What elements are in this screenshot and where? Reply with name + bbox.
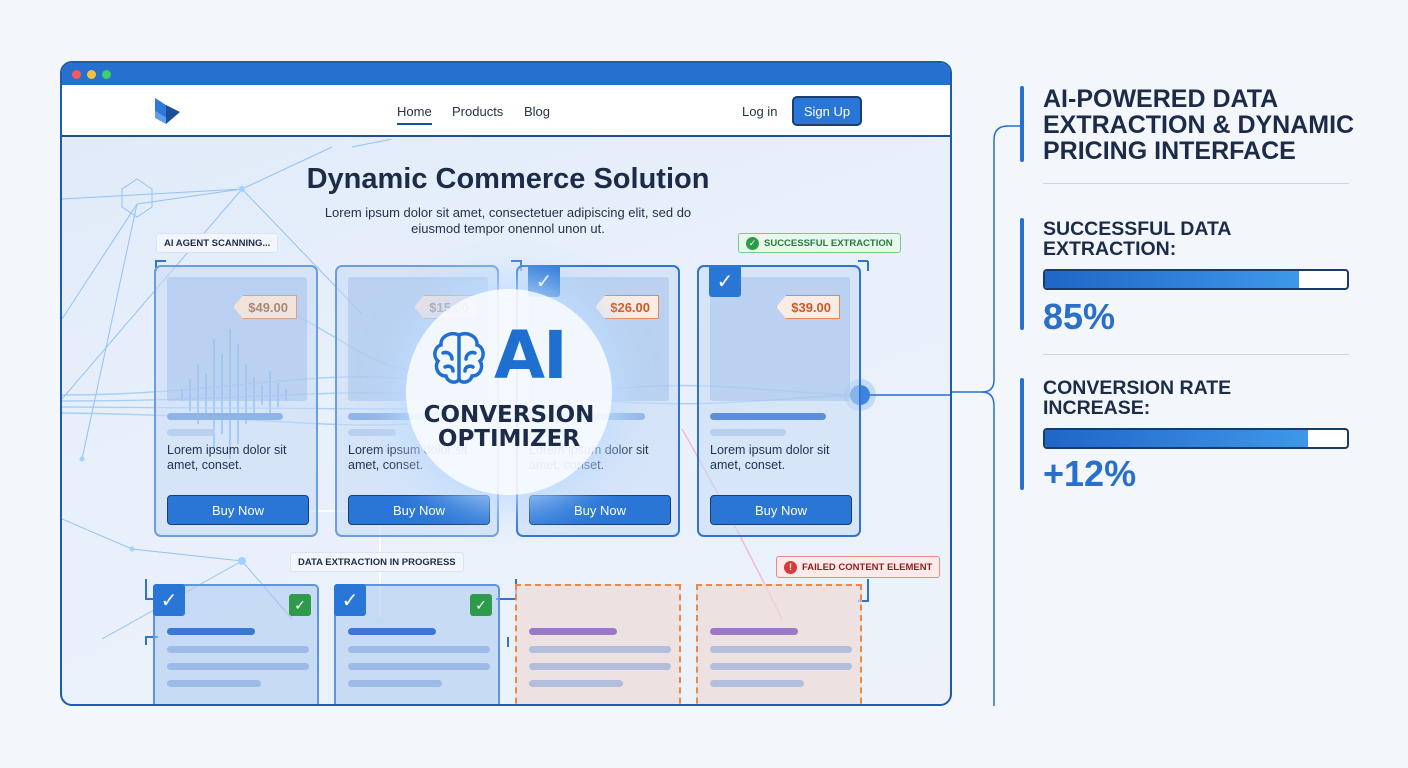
placeholder-bar	[348, 663, 490, 670]
failed-item-card[interactable]	[696, 584, 862, 704]
maximize-window-dot[interactable]	[102, 69, 111, 79]
placeholder-bar	[529, 663, 671, 670]
brand-logo-icon[interactable]	[152, 96, 184, 126]
placeholder-bar	[529, 628, 617, 635]
optimizer-label-line-2: OPTIMIZER	[437, 426, 581, 452]
scanning-tag: AI AGENT SCANNING...	[156, 233, 279, 253]
placeholder-bar	[710, 680, 804, 687]
accent-line	[1020, 86, 1024, 162]
title-placeholder-bar	[348, 413, 464, 420]
extraction-progress-bar	[1043, 269, 1349, 290]
product-card[interactable]: $49.00 Lorem ipsum dolor sit amet, conse…	[154, 265, 318, 537]
connector-line-graphic	[952, 125, 1024, 706]
login-link[interactable]: Log in	[742, 104, 778, 119]
hero-subtitle: Lorem ipsum dolor sit amet, consectetuer…	[324, 205, 692, 236]
buy-now-button[interactable]: Buy Now	[529, 495, 671, 525]
page-content: Dynamic Commerce Solution Lorem ipsum do…	[62, 139, 950, 704]
ai-label: AI	[494, 317, 568, 394]
ai-optimizer-badge: AI CONVERSION OPTIMIZER	[406, 289, 612, 495]
minimize-window-dot[interactable]	[87, 69, 96, 79]
subtitle-placeholder-bar	[348, 429, 396, 436]
buy-now-button[interactable]: Buy Now	[710, 495, 852, 525]
extracted-item-card[interactable]: ✓ ✓	[334, 584, 500, 704]
checkmark-icon: ✓	[153, 584, 185, 616]
conversion-progress-bar	[1043, 428, 1349, 449]
nav-link-products[interactable]: Products	[452, 104, 504, 119]
placeholder-bar	[710, 663, 852, 670]
extraction-progress-label: DATA EXTRACTION IN PROGRESS	[298, 556, 456, 568]
hero-title: Dynamic Commerce Solution	[306, 163, 710, 195]
price-tag: $26.00	[595, 295, 659, 319]
accent-line	[1020, 218, 1024, 330]
optimizer-label: CONVERSION OPTIMIZER	[406, 403, 612, 451]
divider	[1043, 354, 1349, 355]
check-circle-icon: ✓	[746, 236, 759, 250]
scanning-tag-label: AI AGENT SCANNING...	[164, 237, 271, 249]
buy-now-button[interactable]: Buy Now	[167, 495, 309, 525]
nav-link-blog[interactable]: Blog	[524, 104, 551, 119]
metric-label-extraction: SUCCESSFUL DATA EXTRACTION:	[1043, 218, 1231, 260]
title-placeholder-bar	[167, 413, 283, 420]
subtitle-placeholder-bar	[167, 429, 215, 436]
placeholder-bar	[348, 628, 436, 635]
placeholder-bar	[529, 646, 671, 653]
window-titlebar	[62, 63, 950, 85]
failed-element-tag: ! FAILED CONTENT ELEMENT	[776, 556, 941, 578]
failed-item-card[interactable]	[515, 584, 681, 704]
site-navbar: Home Products Blog Log in Sign Up	[62, 85, 950, 137]
subtitle-placeholder-bar	[710, 429, 786, 436]
price-tag: $39.00	[776, 295, 840, 319]
extraction-progress-fill	[1045, 271, 1299, 288]
nav-link-home[interactable]: Home	[397, 104, 432, 125]
panel-title: AI-POWERED DATA EXTRACTION & DYNAMIC PRI…	[1043, 85, 1355, 165]
metric-value-conversion: +12%	[1043, 453, 1137, 494]
product-description: Lorem ipsum dolor sit amet, conset.	[710, 443, 830, 472]
divider	[1043, 183, 1349, 184]
optimizer-label-line-1: CONVERSION	[423, 402, 595, 428]
close-window-dot[interactable]	[72, 69, 81, 79]
placeholder-bar	[710, 646, 852, 653]
extracted-item-card[interactable]: ✓ ✓	[153, 584, 319, 704]
accent-line	[1020, 378, 1024, 490]
placeholder-bar	[167, 680, 261, 687]
error-icon: !	[784, 560, 797, 574]
placeholder-bar	[348, 646, 490, 653]
placeholder-bar	[348, 680, 442, 687]
signup-button[interactable]: Sign Up	[792, 96, 862, 126]
product-image: $49.00	[167, 277, 307, 401]
success-tag: ✓ SUCCESSFUL EXTRACTION	[738, 233, 901, 253]
verified-check-icon: ✓	[289, 594, 311, 616]
browser-window: Home Products Blog Log in Sign Up	[60, 61, 952, 706]
checkmark-icon: ✓	[709, 265, 741, 297]
failed-element-label: FAILED CONTENT ELEMENT	[802, 561, 933, 573]
product-card[interactable]: $39.00 ✓ Lorem ipsum dolor sit amet, con…	[697, 265, 861, 537]
title-placeholder-bar	[710, 413, 826, 420]
verified-check-icon: ✓	[470, 594, 492, 616]
brain-icon	[433, 332, 485, 384]
conversion-progress-fill	[1045, 430, 1308, 447]
success-tag-label: SUCCESSFUL EXTRACTION	[764, 237, 893, 249]
checkmark-icon: ✓	[334, 584, 366, 616]
metric-value-extraction: 85%	[1043, 296, 1116, 337]
metric-label-conversion: CONVERSION RATE INCREASE:	[1043, 377, 1232, 419]
price-tag: $49.00	[233, 295, 297, 319]
placeholder-bar	[710, 628, 798, 635]
placeholder-bar	[529, 680, 623, 687]
extraction-progress-tag: DATA EXTRACTION IN PROGRESS	[290, 552, 464, 572]
product-image: $39.00	[710, 277, 850, 401]
placeholder-bar	[167, 646, 309, 653]
placeholder-bar	[167, 628, 255, 635]
buy-now-button[interactable]: Buy Now	[348, 495, 490, 525]
placeholder-bar	[167, 663, 309, 670]
product-description: Lorem ipsum dolor sit amet, conset.	[167, 443, 287, 472]
